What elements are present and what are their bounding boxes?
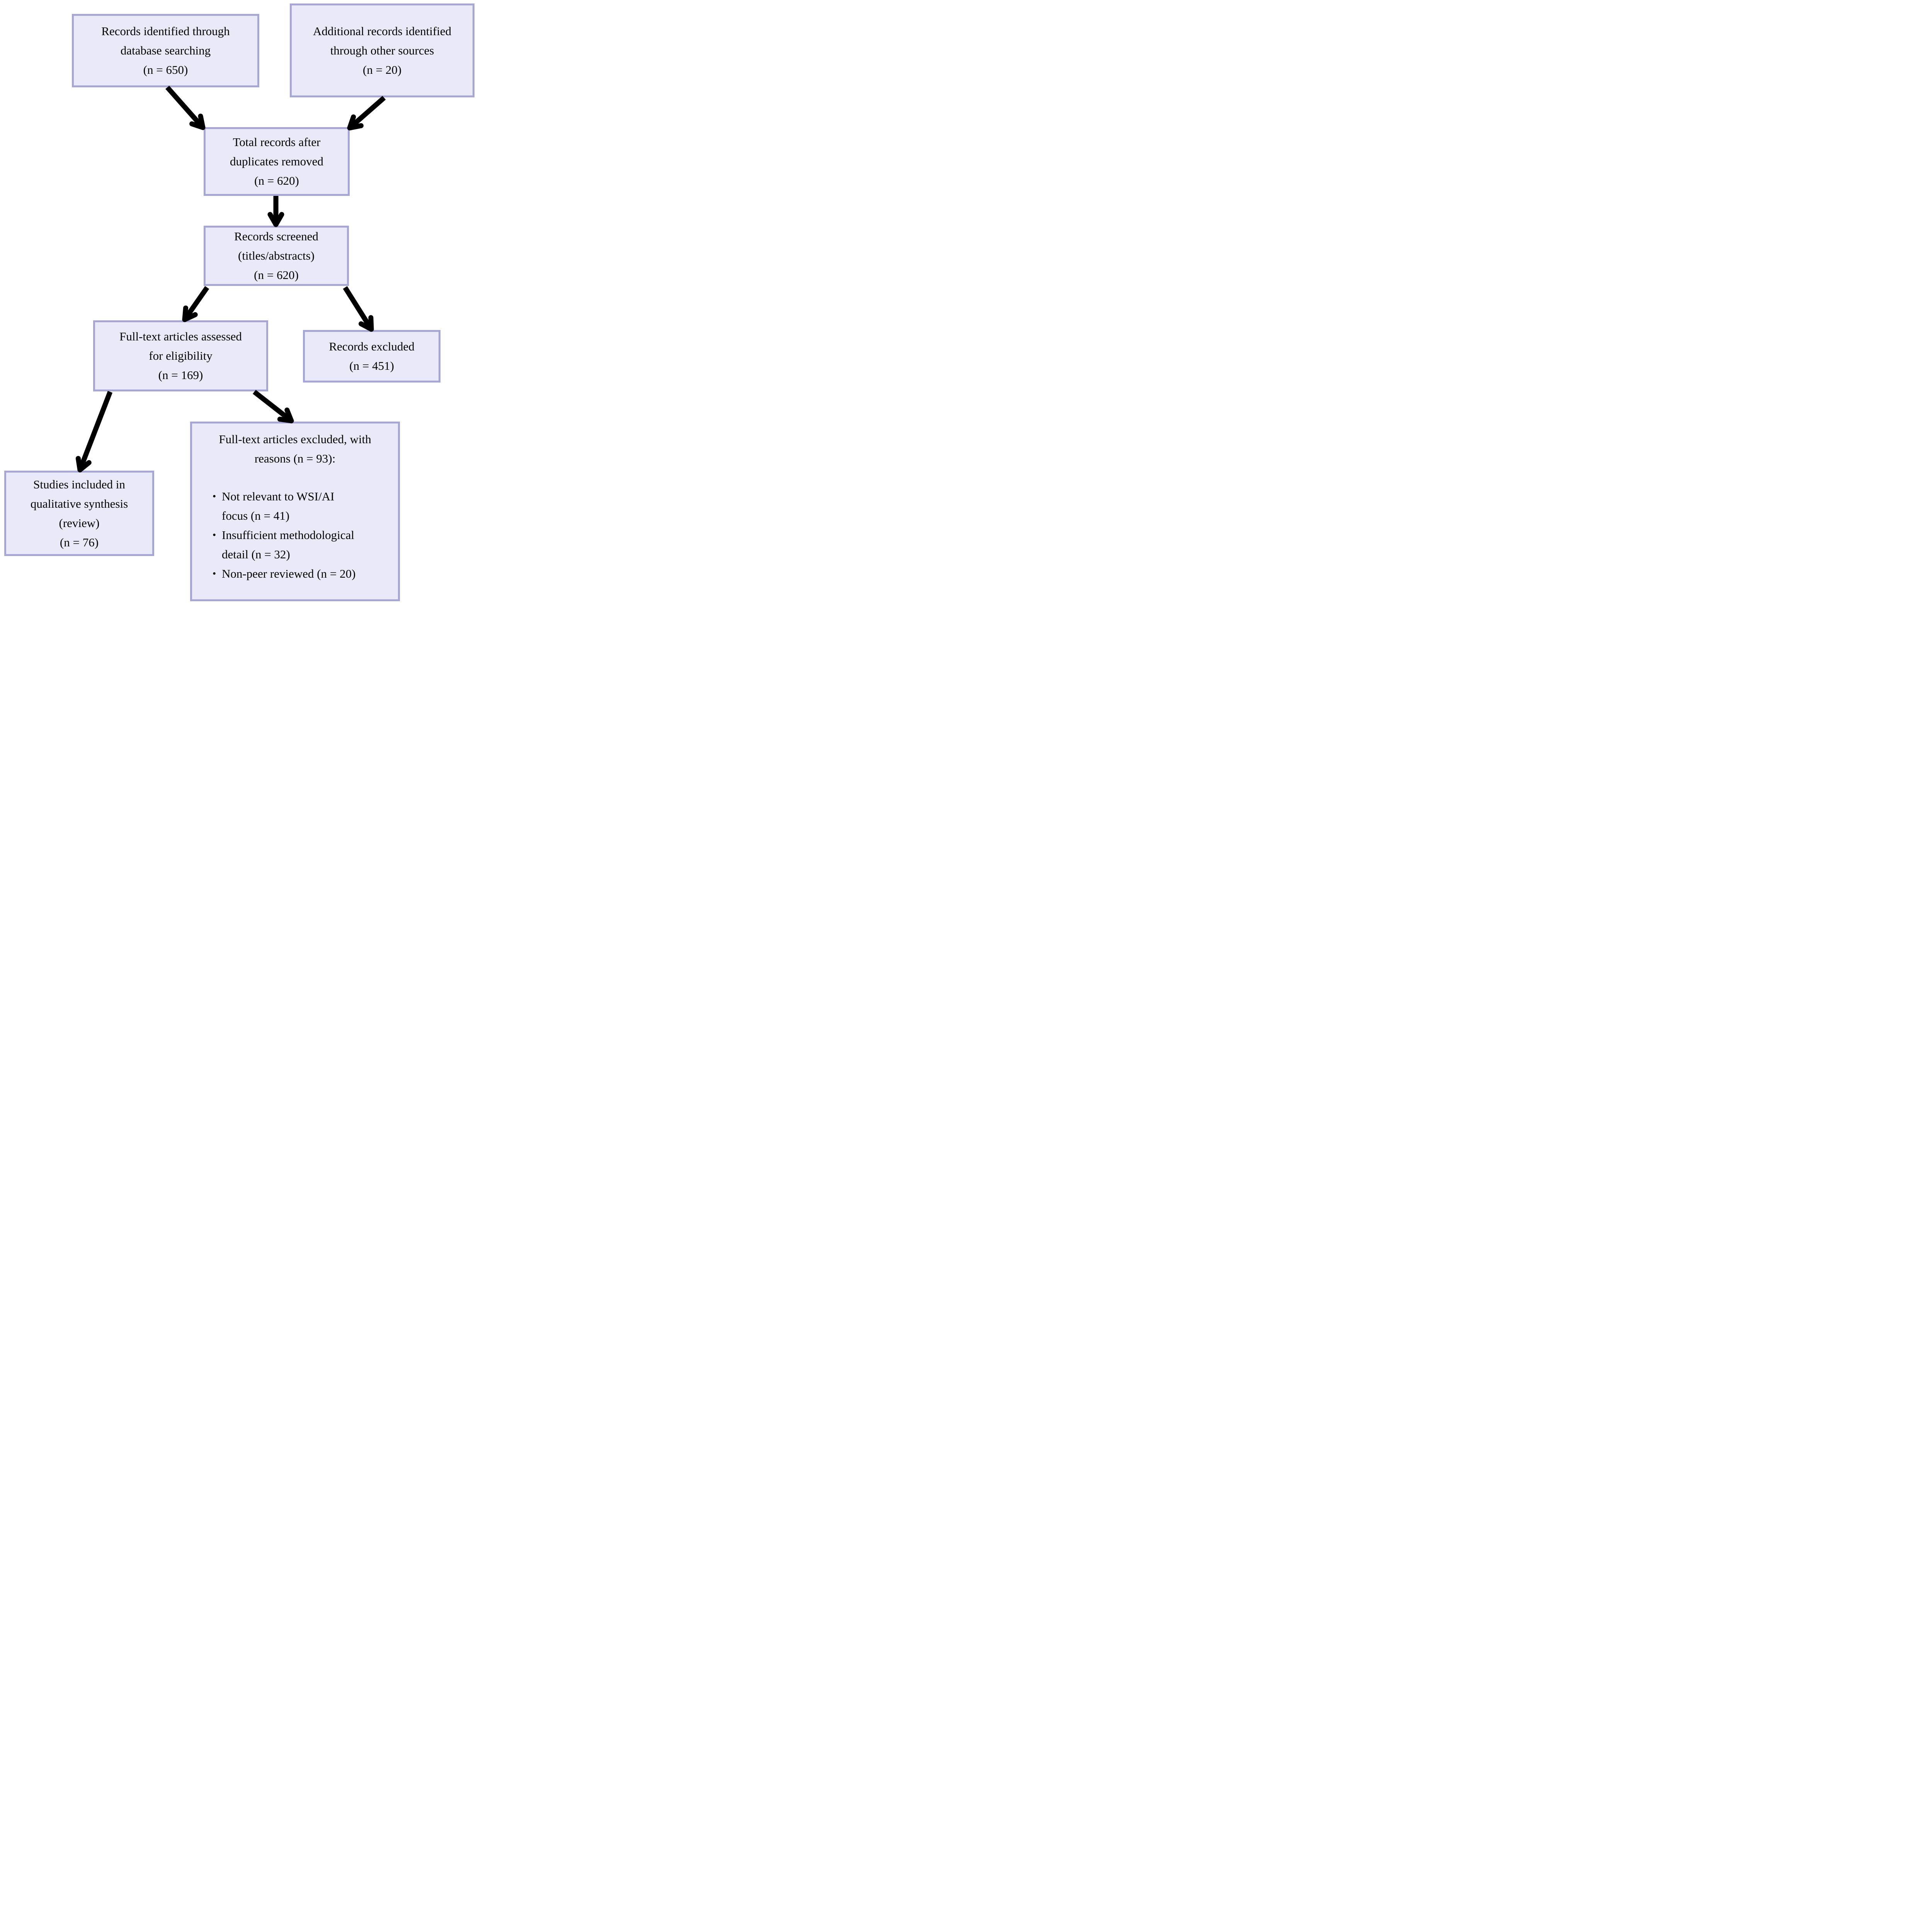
list-item: • Insufficient methodological detail (n … [213,526,355,564]
list-item-line: detail (n = 32) [222,548,290,561]
box-text-line: (review) [59,516,100,530]
box-text-line: Full-text articles assessed [119,330,242,343]
list-item-line: Not relevant to WSI/AI [222,490,335,503]
bullet-icon: • [213,529,216,541]
box-text-line: Full-text articles excluded, with [219,432,371,446]
box-studies-included: Studies included in qualitative synthesi… [4,471,154,556]
box-count: (n = 169) [158,368,203,382]
arrow-fulltext-to-reasons [252,389,294,423]
box-text-line: Records identified through [101,24,230,38]
box-additional-records: Additional records identified through ot… [290,3,474,97]
arrow-screened-to-fulltext [182,286,209,322]
box-records-identified: Records identified through database sear… [72,14,259,87]
list-item-line: focus (n = 41) [222,509,290,522]
arrow-fulltext-to-included [75,391,113,473]
list-item-text: Non-peer reviewed (n = 20) [222,564,355,583]
box-count: (n = 451) [349,359,394,372]
box-text-line: qualitative synthesis [30,497,128,510]
box-text-line: (titles/abstracts) [238,249,315,262]
box-text-line: database searching [120,44,211,57]
box-text-line: duplicates removed [230,155,323,168]
bullet-icon: • [213,491,216,502]
box-text-line: reasons (n = 93): [254,452,336,465]
list-item-text: Not relevant to WSI/AI focus (n = 41) [222,487,334,526]
box-total-after-duplicates: Total records after duplicates removed (… [204,127,350,196]
bullet-icon: • [213,568,216,579]
box-records-excluded: Records excluded (n = 451) [303,330,440,383]
box-count: (n = 650) [143,63,188,77]
box-title: Full-text articles excluded, with reason… [192,430,398,468]
box-count: (n = 76) [60,535,99,549]
arrow-additional-to-total [347,96,386,131]
arrow-identified-to-total [165,85,206,130]
arrow-screened-to-excluded [343,286,374,332]
box-count: (n = 620) [254,174,299,187]
exclusion-reason-list: • Not relevant to WSI/AI focus (n = 41) … [192,487,355,583]
list-item: • Non-peer reviewed (n = 20) [213,564,355,583]
box-text-line: through other sources [330,43,434,57]
box-text-line: Additional records identified [313,24,452,38]
box-count: (n = 620) [254,268,299,282]
box-count: (n = 20) [362,63,402,77]
box-fulltext-assessed: Full-text articles assessed for eligibil… [93,320,268,391]
arrow-total-to-screened [267,196,284,227]
list-item: • Not relevant to WSI/AI focus (n = 41) [213,487,355,526]
box-text-line: Studies included in [33,477,125,491]
box-records-screened: Records screened (titles/abstracts) (n =… [204,226,349,286]
list-item-line: Non-peer reviewed (n = 20) [222,567,356,580]
box-fulltext-excluded-reasons: Full-text articles excluded, with reason… [190,422,400,601]
box-text-line: for eligibility [149,349,213,362]
box-text-line: Records excluded [329,340,415,353]
box-text-line: Total records after [233,135,321,149]
list-item-text: Insufficient methodological detail (n = … [222,526,354,564]
list-item-line: Insufficient methodological [222,528,354,542]
prisma-flow-diagram: Records identified through database sear… [0,0,479,605]
box-text-line: Records screened [234,230,318,243]
